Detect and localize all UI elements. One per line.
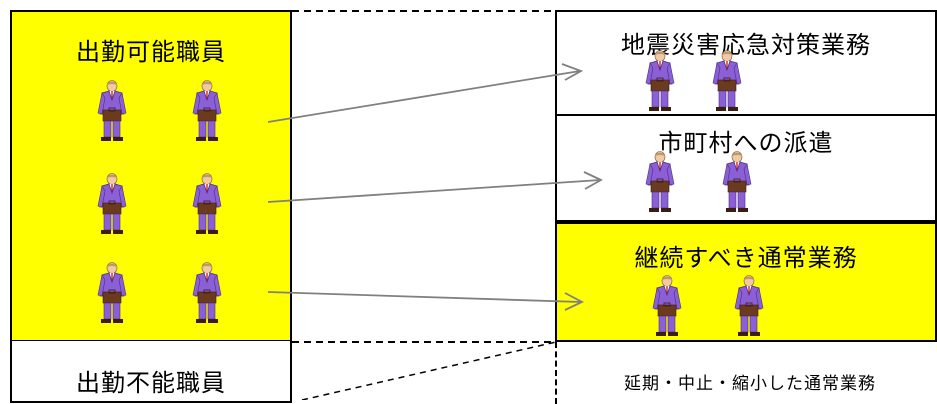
available-staff-box: 出勤可能職員 xyxy=(10,10,292,342)
staff-person-icon xyxy=(712,50,742,112)
arrow-to-continued-operations xyxy=(267,291,585,311)
staff-person-icon xyxy=(97,80,127,142)
staff-person-icon xyxy=(192,173,222,235)
postponed-operations-box: 延期・中止・縮小した通常業務 xyxy=(555,342,937,404)
staff-person-icon xyxy=(97,173,127,235)
staff-person-icon xyxy=(722,151,752,213)
staff-person-icon xyxy=(734,275,764,337)
arrow-to-earthquake-response xyxy=(267,63,584,123)
unavailable-staff-label: 出勤不能職員 xyxy=(76,369,226,397)
diagonal-dashed-connector xyxy=(301,341,557,400)
staff-person-icon xyxy=(192,80,222,142)
arrow-to-municipal-dispatch xyxy=(267,171,603,203)
municipal-dispatch-label: 市町村への派遣 xyxy=(658,129,834,157)
staff-person-icon xyxy=(192,262,222,324)
staff-person-icon xyxy=(645,50,675,112)
staff-person-icon xyxy=(645,151,675,213)
unavailable-staff-box: 出勤不能職員 xyxy=(10,341,292,403)
staff-person-icon xyxy=(97,262,127,324)
available-staff-label: 出勤可能職員 xyxy=(76,38,226,66)
staff-person-icon xyxy=(652,275,682,337)
postponed-operations-label: 延期・中止・縮小した通常業務 xyxy=(624,374,876,394)
continued-operations-label: 継続すべき通常業務 xyxy=(634,244,858,272)
